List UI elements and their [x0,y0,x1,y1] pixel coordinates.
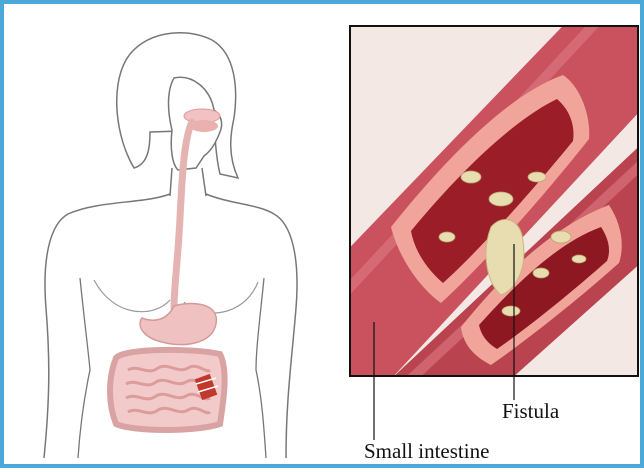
small-intestine-label: Small intestine [364,439,489,464]
intestine-cross-section-illustration [351,27,639,377]
human-body-illustration [24,18,324,458]
neck-outline [170,168,206,196]
fistula-label: Fistula [502,399,559,424]
stomach [140,303,216,344]
intestine-inset [349,25,639,377]
